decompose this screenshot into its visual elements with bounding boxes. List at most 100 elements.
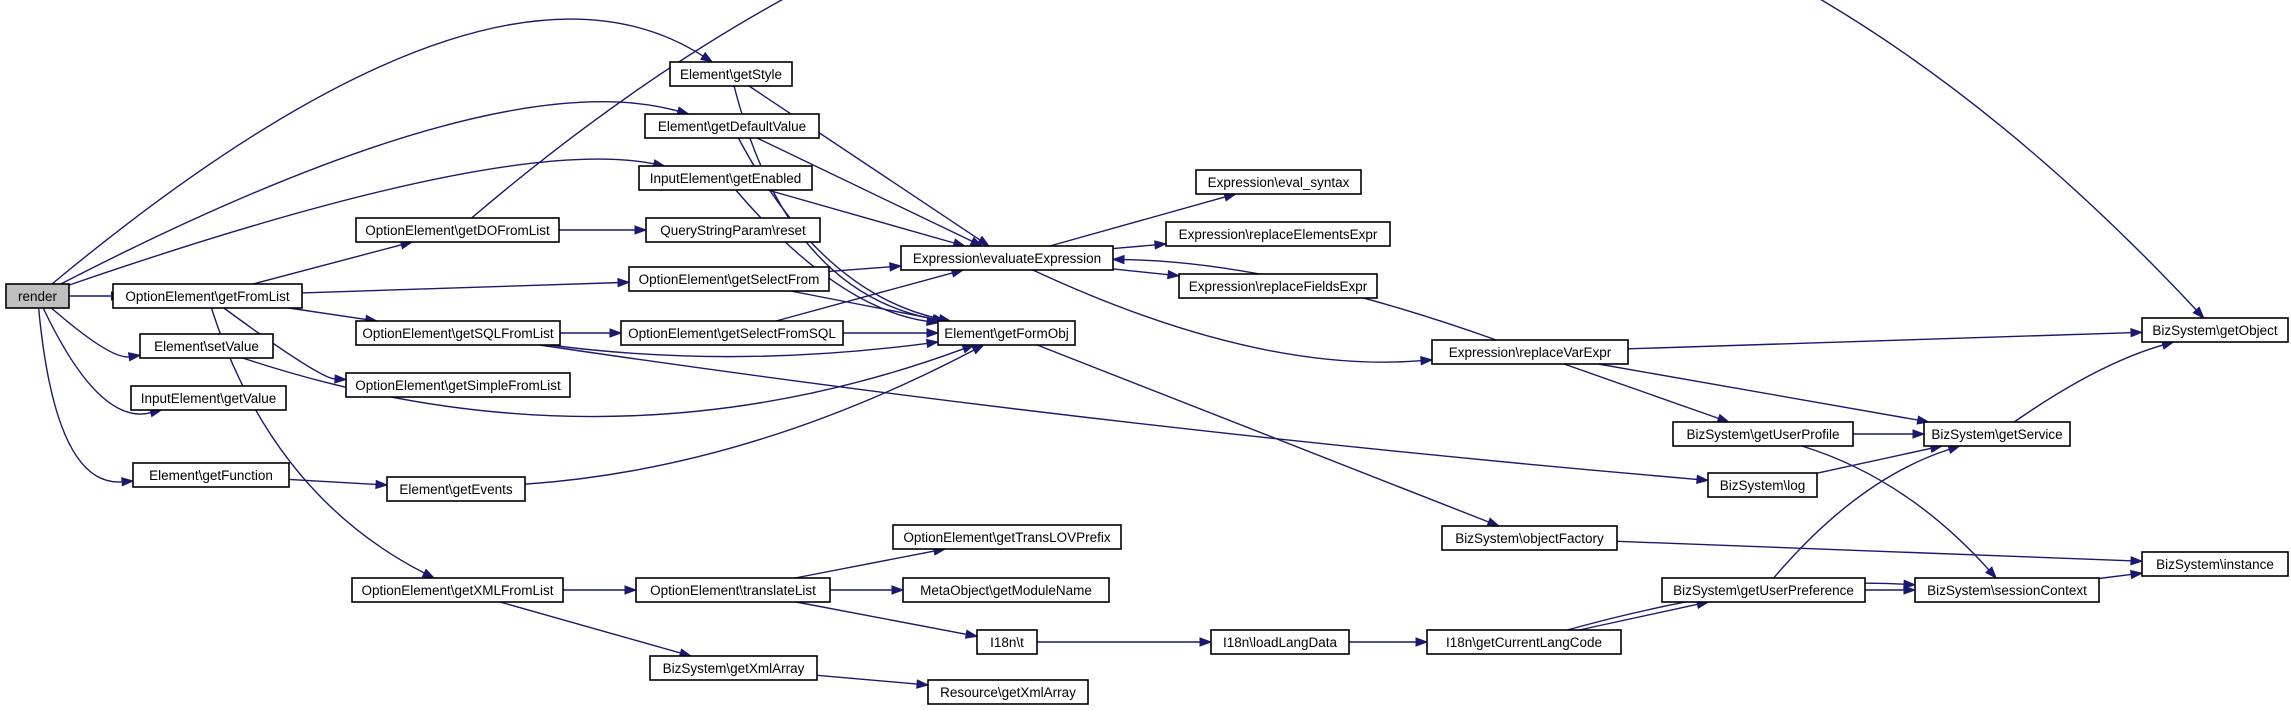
node-getXMLFromList[interactable]: OptionElement\getXMLFromList (351, 577, 564, 603)
node-getUserProfile[interactable]: BizSystem\getUserProfile (1672, 421, 1854, 447)
edge-i18n_t-to-loadLangData (1037, 637, 1213, 647)
node-label: Element\getDefaultValue (658, 119, 806, 134)
node-bs_getXmlArray[interactable]: BizSystem\getXmlArray (649, 655, 818, 681)
node-label: MetaObject\getModuleName (920, 583, 1092, 598)
arrowhead (2130, 556, 2144, 566)
node-label: Resource\getXmlArray (940, 685, 1076, 700)
node-box (644, 113, 820, 139)
node-getFromList[interactable]: OptionElement\getFromList (112, 283, 303, 309)
node-getSelectFrom[interactable]: OptionElement\getSelectFrom (628, 266, 830, 292)
node-render[interactable]: render (5, 283, 70, 309)
node-replaceElementsExpr[interactable]: Expression\replaceElementsExpr (1165, 221, 1391, 247)
edge-translateList-to-getModuleName (830, 585, 905, 595)
node-loadLangData[interactable]: I18n\loadLangData (1210, 629, 1350, 655)
node-translateList[interactable]: OptionElement\translateList (635, 577, 831, 603)
node-getUserPreference[interactable]: BizSystem\getUserPreference (1661, 577, 1866, 603)
node-label: OptionElement\getSelectFrom (639, 272, 820, 287)
node-box (902, 577, 1110, 603)
edge-getDOFromList-to-qsp_reset (558, 225, 648, 235)
node-getFormObj[interactable]: Element\getFormObj (937, 320, 1076, 346)
node-label: Expression\eval_syntax (1208, 175, 1350, 190)
node-getStyle[interactable]: Element\getStyle (669, 61, 793, 87)
edge-line (37, 307, 123, 483)
edge-line (735, 189, 928, 323)
node-label: OptionElement\getSelectFromSQL (628, 326, 836, 341)
node-instance[interactable]: BizSystem\instance (2141, 551, 2289, 577)
edge-translateList-to-getTransLOVPrefix (794, 546, 947, 579)
node-qsp_reset[interactable]: QueryStringParam\reset (645, 217, 821, 243)
arrowhead (624, 585, 638, 595)
edge-line (1563, 363, 1719, 420)
node-sessionContext[interactable]: BizSystem\sessionContext (1914, 577, 2100, 603)
node-label: OptionElement\getFromList (125, 289, 290, 304)
node-eval_syntax[interactable]: Expression\eval_syntax (1195, 169, 1362, 195)
edge-bs_getXmlArray-to-res_getXmlArray (816, 674, 930, 689)
node-ie_getEnabled[interactable]: InputElement\getEnabled (638, 165, 813, 191)
edge-getUserProfile-to-getService (1853, 429, 1926, 439)
arrowhead (926, 328, 940, 338)
node-box (5, 283, 70, 309)
node-label: InputElement\getEnabled (650, 171, 802, 186)
node-label: InputElement\getValue (141, 391, 277, 406)
node-box (345, 372, 571, 398)
edge-translateList-to-i18n_t (796, 601, 979, 639)
node-getSQLFromList[interactable]: OptionElement\getSQLFromList (355, 320, 561, 346)
edge-line (471, 0, 2197, 311)
edge-getSQLFromList-to-getSelectFromSQL (559, 328, 623, 338)
node-getSelectFromSQL[interactable]: OptionElement\getSelectFromSQL (620, 320, 844, 346)
edge-line (1049, 196, 1226, 247)
node-box (130, 385, 287, 411)
arrowhead (617, 277, 631, 288)
edge-line (796, 601, 967, 635)
node-getObject[interactable]: BizSystem\getObject (2141, 317, 2289, 343)
node-res_getXmlArray[interactable]: Resource\getXmlArray (927, 679, 1089, 705)
node-box (2141, 317, 2289, 343)
node-i18n_t[interactable]: I18n\t (976, 629, 1038, 655)
node-replaceFieldsExpr[interactable]: Expression\replaceFieldsExpr (1178, 273, 1378, 299)
edge-line (68, 158, 655, 286)
node-label: BizSystem\getObject (2152, 323, 2278, 338)
node-getCurrentLangCode[interactable]: I18n\getCurrentLangCode (1426, 629, 1622, 655)
edge-line (816, 674, 918, 685)
node-objectFactory[interactable]: BizSystem\objectFactory (1441, 525, 1618, 551)
node-label: BizSystem\objectFactory (1455, 531, 1604, 546)
node-getSimpleFromList[interactable]: OptionElement\getSimpleFromList (345, 372, 571, 398)
arrowhead (891, 585, 905, 595)
edge-line (790, 290, 935, 320)
node-box (112, 283, 303, 309)
edge-line (42, 307, 151, 415)
edge-line (252, 244, 402, 285)
node-getModuleName[interactable]: MetaObject\getModuleName (902, 577, 1110, 603)
edge-line (1032, 269, 1422, 363)
edge-getXMLFromList-to-translateList (563, 585, 638, 595)
node-getDefaultValue[interactable]: Element\getDefaultValue (644, 113, 820, 139)
node-label: Element\setValue (154, 339, 259, 354)
arrowhead (889, 262, 903, 272)
arrowhead (1420, 356, 1434, 366)
node-getEvents[interactable]: Element\getEvents (386, 476, 526, 502)
edge-line (828, 266, 891, 273)
node-getDOFromList[interactable]: OptionElement\getDOFromList (355, 217, 560, 243)
node-setValue[interactable]: Element\setValue (139, 333, 274, 359)
arrowhead (1696, 474, 1710, 485)
node-label: Element\getFunction (149, 468, 273, 483)
node-label: I18n\getCurrentLangCode (1446, 635, 1602, 650)
edge-getSQLFromList-to-getFormObj (549, 338, 940, 358)
node-ie_getValue[interactable]: InputElement\getValue (130, 385, 287, 411)
node-box (649, 655, 818, 681)
nodes-layer: render Element\getStyleElement\getDefault… (5, 61, 2289, 705)
node-bs_log[interactable]: BizSystem\log (1707, 472, 1818, 498)
edge-line (1773, 448, 1950, 579)
node-label: BizSystem\log (1720, 478, 1806, 493)
arrowhead (127, 352, 142, 362)
node-replaceVarExpr[interactable]: Expression\replaceVarExpr (1431, 339, 1629, 365)
node-getFunction[interactable]: Element\getFunction (132, 462, 290, 488)
node-label: Element\getFormObj (944, 326, 1069, 341)
edge-getXMLFromList-to-bs_getXmlArray (499, 601, 693, 658)
edge-line (549, 342, 928, 358)
node-getTransLOVPrefix[interactable]: OptionElement\getTransLOVPrefix (892, 524, 1122, 550)
node-getService[interactable]: BizSystem\getService (1923, 421, 2071, 447)
node-evaluateExpression[interactable]: Expression\evaluateExpression (900, 245, 1114, 271)
node-box (976, 629, 1038, 655)
arrowhead (1716, 413, 1731, 423)
